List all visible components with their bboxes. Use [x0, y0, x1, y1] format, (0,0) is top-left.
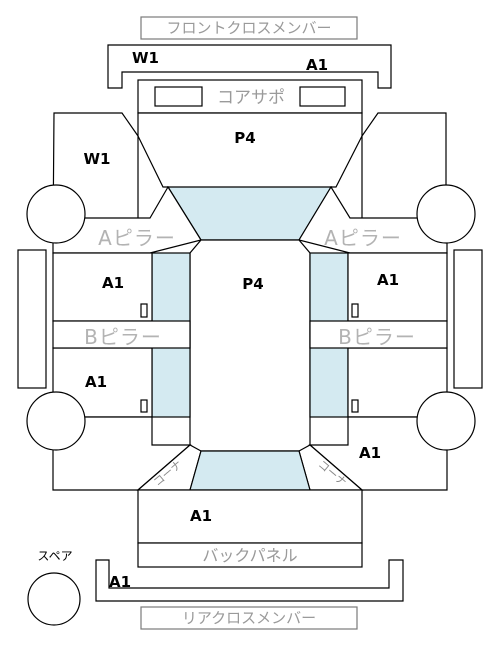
rear-cross-member-rating: A1 [109, 573, 131, 591]
front-cross-member-rating-a1: A1 [306, 56, 328, 74]
right-front-wheel-icon [416, 184, 476, 244]
front-cross-member-box [140, 16, 358, 40]
right-front-door[interactable] [347, 252, 448, 322]
left-rear-door-rating: A1 [85, 373, 107, 391]
right-b-pillar-label: Bピラー [338, 325, 416, 349]
left-rocker-panel[interactable] [17, 249, 47, 389]
left-b-pillar[interactable] [52, 320, 191, 349]
back-panel-label: バックパネル [202, 546, 297, 565]
right-b-pillar[interactable] [309, 320, 448, 349]
right-front-door-handle-icon [351, 303, 359, 318]
rear-window [189, 450, 311, 491]
back-panel[interactable] [137, 542, 363, 568]
hood-rating: P4 [234, 129, 255, 147]
trunk-lid[interactable] [137, 489, 363, 544]
right-rear-door-handle-icon [351, 399, 359, 413]
left-b-pillar-label: Bピラー [84, 325, 162, 349]
left-front-wheel-icon [26, 184, 86, 244]
right-rocker-panel[interactable] [453, 249, 483, 389]
left-a-pillar-label: Aピラー [98, 226, 176, 250]
left-front-door[interactable] [52, 252, 153, 322]
left-front-fender-rating: W1 [84, 150, 111, 168]
front-cross-member-rating-w1: W1 [132, 49, 159, 67]
core-support-label: コアサポ [217, 88, 285, 108]
right-front-door-rating: A1 [377, 271, 399, 289]
right-rear-quarter-rating: A1 [359, 444, 381, 462]
spare-tire-icon[interactable] [27, 572, 81, 626]
left-rear-wheel-icon [26, 391, 86, 451]
left-headlight-icon [154, 86, 203, 107]
left-front-door-rating: A1 [102, 274, 124, 292]
roof-rating: P4 [242, 275, 263, 293]
rear-cross-member-label: リアクロスメンバー [182, 609, 316, 627]
right-a-pillar-label: Aピラー [324, 226, 402, 250]
rear-bumper-area[interactable] [95, 559, 404, 602]
spare-label: スペア [37, 549, 72, 563]
left-rear-door-handle-icon [140, 399, 148, 413]
right-headlight-icon [299, 86, 346, 107]
right-rear-wheel-icon [416, 391, 476, 451]
front-cross-member-label: フロントクロスメンバー [166, 19, 331, 37]
left-front-door-handle-icon [140, 303, 148, 318]
front-bumper-area[interactable] [107, 44, 392, 89]
roof-panel[interactable] [189, 239, 311, 452]
rear-cross-member-box [140, 606, 358, 630]
trunk-rating: A1 [190, 507, 212, 525]
